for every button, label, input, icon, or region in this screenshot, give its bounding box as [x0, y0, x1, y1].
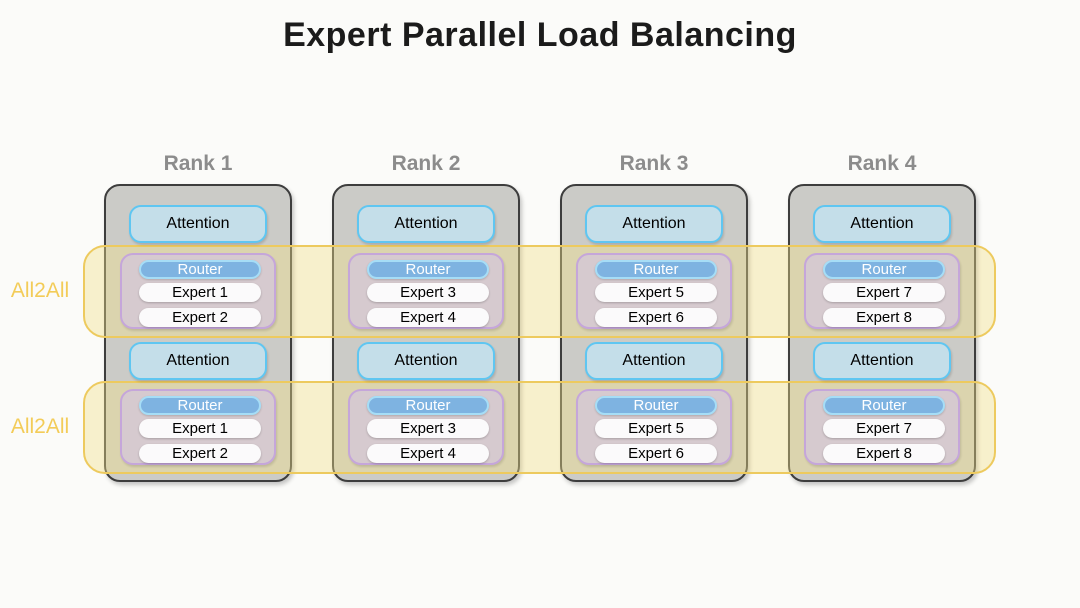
router-block: Router — [139, 396, 261, 415]
expert-block: Expert 6 — [595, 308, 717, 327]
expert-block: Expert 7 — [823, 419, 945, 438]
expert-block: Expert 7 — [823, 283, 945, 302]
rank-label: Rank 2 — [391, 152, 461, 175]
router-block: Router — [367, 260, 489, 279]
expert-block: Expert 1 — [139, 419, 261, 438]
expert-block: Expert 1 — [139, 283, 261, 302]
attention-block: Attention — [813, 205, 951, 243]
attention-block: Attention — [585, 342, 723, 380]
rank-label: Rank 3 — [619, 152, 689, 175]
expert-block: Expert 8 — [823, 444, 945, 463]
attention-block: Attention — [357, 205, 495, 243]
expert-block: Expert 6 — [595, 444, 717, 463]
attention-block: Attention — [129, 205, 267, 243]
rank-label: Rank 1 — [163, 152, 233, 175]
router-block: Router — [595, 260, 717, 279]
router-block: Router — [595, 396, 717, 415]
expert-block: Expert 5 — [595, 283, 717, 302]
router-block: Router — [823, 260, 945, 279]
all2all-label: All2All — [10, 279, 70, 302]
expert-block: Expert 8 — [823, 308, 945, 327]
attention-block: Attention — [357, 342, 495, 380]
expert-block: Expert 4 — [367, 444, 489, 463]
attention-block: Attention — [129, 342, 267, 380]
expert-block: Expert 5 — [595, 419, 717, 438]
router-block: Router — [823, 396, 945, 415]
expert-block: Expert 3 — [367, 419, 489, 438]
router-block: Router — [367, 396, 489, 415]
expert-block: Expert 2 — [139, 308, 261, 327]
expert-block: Expert 3 — [367, 283, 489, 302]
all2all-label: All2All — [10, 415, 70, 438]
attention-block: Attention — [585, 205, 723, 243]
expert-block: Expert 4 — [367, 308, 489, 327]
rank-label: Rank 4 — [847, 152, 917, 175]
expert-block: Expert 2 — [139, 444, 261, 463]
attention-block: Attention — [813, 342, 951, 380]
router-block: Router — [139, 260, 261, 279]
page-title: Expert Parallel Load Balancing — [283, 16, 797, 54]
